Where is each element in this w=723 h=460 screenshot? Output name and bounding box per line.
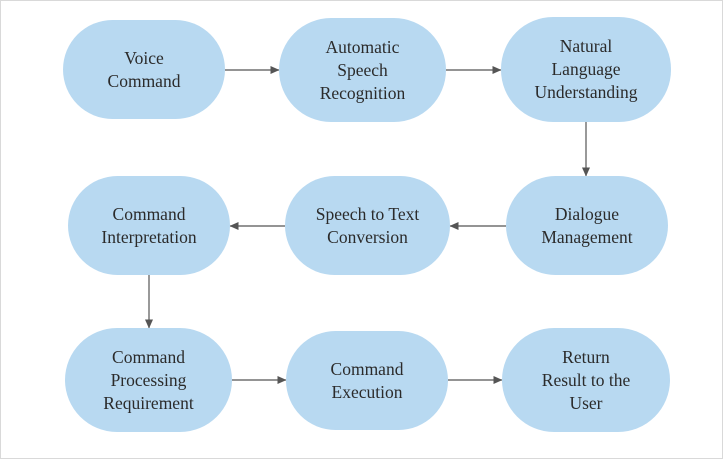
node-automatic-speech-recognition: Automatic Speech Recognition (279, 18, 446, 122)
node-label: Command Execution (330, 358, 404, 402)
node-natural-language-understanding: Natural Language Understanding (501, 17, 671, 122)
node-label: Dialogue Management (541, 203, 633, 247)
node-command-interpretation: Command Interpretation (68, 176, 230, 275)
node-command-processing-requirement: Command Processing Requirement (65, 328, 232, 432)
node-label: Natural Language Understanding (534, 36, 638, 102)
node-label: Return Result to the User (541, 346, 631, 413)
node-speech-to-text-conversion: Speech to Text Conversion (285, 176, 450, 275)
node-label: Voice Command (107, 47, 181, 91)
node-label: Command Interpretation (101, 203, 197, 247)
node-voice-command: Voice Command (63, 20, 225, 119)
node-dialogue-management: Dialogue Management (506, 176, 668, 275)
node-label: Automatic Speech Recognition (319, 36, 406, 103)
node-label: Command Processing Requirement (103, 346, 194, 413)
node-command-execution: Command Execution (286, 331, 448, 430)
node-label: Speech to Text Conversion (315, 203, 420, 247)
node-return-result-to-the-user: Return Result to the User (502, 328, 670, 432)
